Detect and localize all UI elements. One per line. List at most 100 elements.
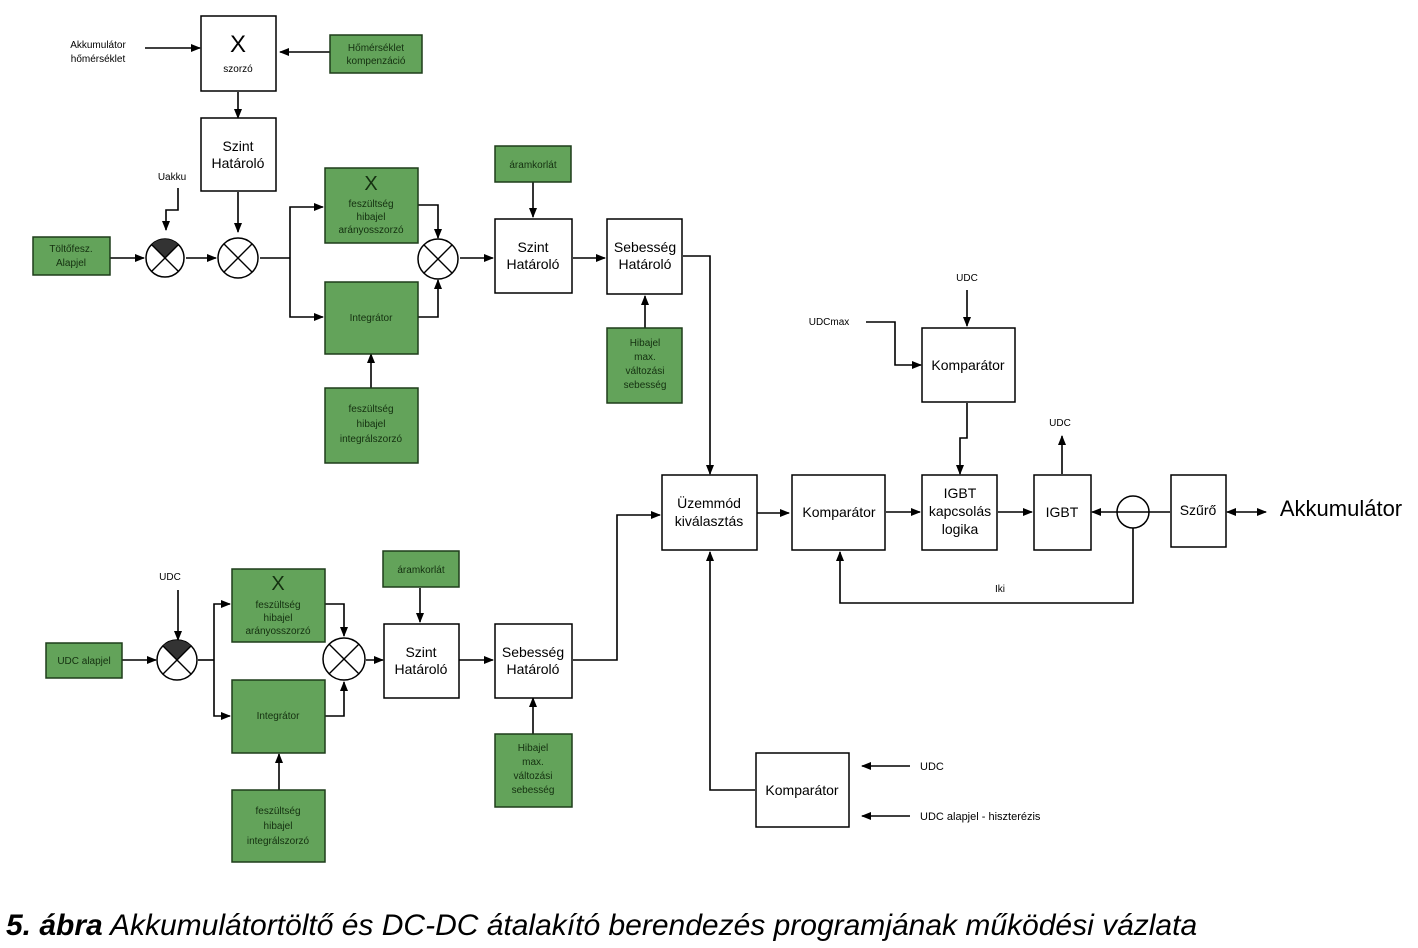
- svg-text:feszültség: feszültség: [348, 199, 393, 210]
- summing-junction-3: [417, 238, 459, 280]
- szint-hatarolo-1: Szint Határoló: [200, 117, 277, 192]
- svg-text:Szint: Szint: [405, 644, 436, 660]
- svg-text:Hőmérséklet: Hőmérséklet: [348, 43, 404, 54]
- svg-text:kompenzáció: kompenzáció: [347, 56, 406, 67]
- svg-text:Komparátor: Komparátor: [765, 782, 838, 798]
- svg-text:integrálszorzó: integrálszorzó: [340, 434, 403, 445]
- caption-number: 5. ábra: [6, 909, 103, 942]
- udc-bottom-label-1: UDC: [920, 761, 944, 773]
- szint-hatarolo-2: Szint Határoló: [494, 218, 573, 294]
- svg-text:szorzó: szorzó: [223, 64, 253, 75]
- svg-text:hibajel: hibajel: [264, 613, 293, 624]
- toltofesz-alapjel-block: Töltőfesz. Alapjel: [32, 236, 111, 276]
- svg-text:max.: max.: [522, 757, 544, 768]
- svg-text:arányosszorzó: arányosszorzó: [338, 225, 403, 236]
- svg-text:sebesség: sebesség: [624, 380, 667, 391]
- aramkorlat-block-2: áramkorlát: [382, 550, 460, 588]
- svg-text:áramkorlát: áramkorlát: [509, 160, 556, 171]
- svg-text:X: X: [364, 173, 377, 195]
- aranyosszorzo-block-2: X feszültség hibajel arányosszorzó: [231, 568, 326, 643]
- svg-text:feszültség: feszültség: [255, 600, 300, 611]
- akkumulator-label: Akkumulátor: [1280, 496, 1402, 521]
- svg-text:kiválasztás: kiválasztás: [675, 513, 743, 529]
- uakku-label: Uakku: [158, 172, 186, 183]
- szorzo-block: X szorzó: [200, 15, 277, 92]
- udc-top-label: UDC: [956, 273, 978, 284]
- integrator-block-2: Integrátor: [231, 679, 326, 754]
- svg-text:Szint: Szint: [222, 138, 253, 154]
- current-sensor: [1116, 495, 1150, 529]
- sebesseg-hatarolo-1: Sebesség Határoló: [606, 218, 683, 295]
- svg-text:Sebesség: Sebesség: [502, 644, 564, 660]
- svg-text:UDC alapjel: UDC alapjel: [57, 656, 110, 667]
- udc-alapjel-block: UDC alapjel: [45, 642, 123, 679]
- svg-text:X: X: [230, 31, 246, 58]
- svg-text:hőmérséklet: hőmérséklet: [71, 54, 126, 65]
- svg-text:Szint: Szint: [517, 239, 548, 255]
- svg-text:Sebesség: Sebesség: [614, 239, 676, 255]
- svg-text:Komparátor: Komparátor: [931, 357, 1004, 373]
- svg-text:Határoló: Határoló: [507, 661, 560, 677]
- caption-text: Akkumulátortöltő és DC-DC átalakító bere…: [103, 909, 1197, 942]
- udc-igbt-label: UDC: [1049, 418, 1071, 429]
- svg-text:változási: változási: [514, 771, 553, 782]
- svg-text:integrálszorzó: integrálszorzó: [247, 836, 310, 847]
- udcmax-label: UDCmax: [809, 317, 850, 328]
- summing-junction-1: [145, 238, 185, 278]
- summing-junction-2: [217, 237, 259, 279]
- summing-junction-5: [322, 637, 366, 681]
- svg-text:Határoló: Határoló: [395, 661, 448, 677]
- svg-text:Üzemmód: Üzemmód: [677, 494, 741, 511]
- svg-text:feszültség: feszültség: [348, 404, 393, 415]
- svg-text:Akkumulátor: Akkumulátor: [70, 40, 126, 51]
- svg-text:hibajel: hibajel: [357, 419, 386, 430]
- connection-lines: [110, 44, 1267, 820]
- igbt-kapcsolas-logika-block: IGBT kapcsolás logika: [921, 474, 998, 551]
- svg-text:IGBT: IGBT: [944, 485, 977, 501]
- integrator-block-1: Integrátor: [324, 281, 419, 355]
- svg-text:Hibajel: Hibajel: [630, 338, 661, 349]
- svg-text:áramkorlát: áramkorlát: [397, 565, 444, 576]
- svg-text:Integrátor: Integrátor: [257, 711, 300, 722]
- summing-junction-4: [156, 639, 198, 681]
- integralszorzo-block-2: feszültség hibajel integrálszorzó: [231, 789, 326, 863]
- hibajel-max-block-1: Hibajel max. változási sebesség: [606, 327, 683, 404]
- svg-text:Határoló: Határoló: [619, 256, 672, 272]
- szint-hatarolo-3: Szint Határoló: [383, 623, 460, 699]
- akkumulator-homerseklet-label: Akkumulátor hőmérséklet: [70, 40, 126, 65]
- figure-caption: 5. ábra Akkumulátortöltő és DC-DC átalak…: [6, 909, 1197, 942]
- udc-bottom-label-2: UDC alapjel - hiszterézis: [920, 811, 1041, 823]
- szuro-block: Szűrő: [1170, 474, 1227, 548]
- igbt-block: IGBT: [1033, 474, 1092, 551]
- svg-text:IGBT: IGBT: [1046, 504, 1079, 520]
- svg-text:X: X: [271, 573, 284, 595]
- svg-text:kapcsolás: kapcsolás: [929, 503, 991, 519]
- udc-low-label: UDC: [159, 572, 181, 583]
- svg-text:max.: max.: [634, 352, 656, 363]
- svg-text:logika: logika: [942, 521, 979, 537]
- svg-text:Hibajel: Hibajel: [518, 743, 549, 754]
- svg-text:feszültség: feszültség: [255, 806, 300, 817]
- svg-text:sebesség: sebesség: [512, 785, 555, 796]
- komparator-bottom-block: Komparátor: [755, 752, 850, 828]
- integralszorzo-block-1: feszültség hibajel integrálszorzó: [324, 387, 419, 464]
- hibajel-max-block-2: Hibajel max. változási sebesség: [494, 733, 573, 808]
- svg-text:hibajel: hibajel: [357, 212, 386, 223]
- svg-text:arányosszorzó: arányosszorzó: [245, 626, 310, 637]
- sebesseg-hatarolo-2: Sebesség Határoló: [494, 623, 573, 699]
- komparator-mid-block: Komparátor: [791, 474, 886, 551]
- svg-text:Határoló: Határoló: [212, 155, 265, 171]
- komparator-top-block: Komparátor: [921, 327, 1016, 403]
- svg-text:Töltőfesz.: Töltőfesz.: [49, 244, 92, 255]
- svg-text:Komparátor: Komparátor: [802, 504, 875, 520]
- svg-text:változási: változási: [626, 366, 665, 377]
- svg-text:Határoló: Határoló: [507, 256, 560, 272]
- iki-label: Iki: [995, 584, 1005, 595]
- uzemmod-kivalasztas-block: Üzemmód kiválasztás: [661, 474, 758, 551]
- aramkorlat-block-1: áramkorlát: [494, 145, 572, 183]
- homerseklet-kompenzacio-block: Hőmérséklet kompenzáció: [329, 34, 423, 74]
- svg-text:Alapjel: Alapjel: [56, 258, 86, 269]
- svg-text:Integrátor: Integrátor: [350, 313, 393, 324]
- aranyosszorzo-block-1: X feszültség hibajel arányosszorzó: [324, 167, 419, 244]
